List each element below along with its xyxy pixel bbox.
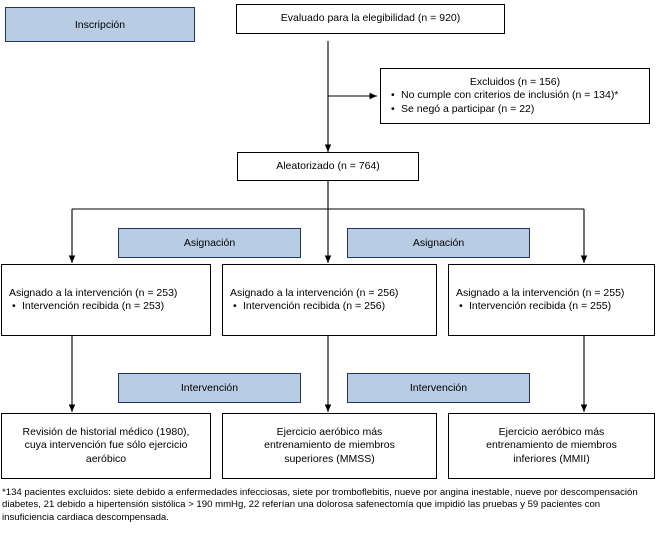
phase-label-enrollment: Inscripción: [5, 7, 195, 42]
list-item: No cumple con criterios de inclusión (n …: [388, 89, 642, 103]
node-assessed-for-eligibility: Evaluado para la elegibilidad (n = 920): [236, 4, 505, 34]
list-item: Se negó a participar (n = 22): [388, 103, 642, 117]
list-item: Intervención recibida (n = 253): [9, 300, 203, 314]
node-intervention-1-line-1: Revisión de historial médico (1980),: [22, 425, 190, 438]
node-intervention-3-line-1: Ejercicio aeróbico más: [498, 425, 605, 438]
phase-label-intervention-left-text: Intervención: [180, 382, 239, 394]
phase-label-allocation-right-text: Asignación: [412, 237, 465, 249]
phase-label-enrollment-text: Inscripción: [74, 18, 126, 31]
footnote-excluded-detail: *134 pacientes excluidos: siete debido a…: [2, 487, 638, 523]
phase-label-allocation-left-text: Asignación: [183, 237, 236, 249]
node-intervention-1-line-3: aeróbico: [85, 452, 127, 465]
list-item: Intervención recibida (n = 256): [230, 300, 429, 314]
node-intervention-3-line-3: inferiores (MMII): [513, 452, 590, 465]
phase-label-allocation-right: Asignación: [347, 228, 530, 258]
node-allocation-1-title: Asignado a la intervención (n = 253): [9, 286, 178, 299]
node-allocation-2-title: Asignado a la intervención (n = 256): [230, 286, 399, 299]
phase-label-allocation-left: Asignación: [118, 228, 301, 258]
node-allocation-3-details: Intervención recibida (n = 255): [449, 300, 654, 314]
node-allocation-1: Asignado a la intervención (n = 253) Int…: [1, 264, 211, 336]
node-allocation-2-details: Intervención recibida (n = 256): [223, 300, 436, 314]
node-assessed-text: Evaluado para la elegibilidad (n = 920): [280, 12, 461, 25]
node-excluded: Excluidos (n = 156) No cumple con criter…: [380, 68, 650, 124]
node-intervention-1: Revisión de historial médico (1980), cuy…: [1, 413, 211, 479]
node-intervention-2-line-2: entrenamiento de miembros: [264, 439, 395, 452]
node-intervention-1-line-2: cuya intervención fue sólo ejercicio: [24, 439, 188, 452]
node-allocation-3-title: Asignado a la intervención (n = 255): [456, 286, 625, 299]
node-allocation-3: Asignado a la intervención (n = 255) Int…: [448, 264, 655, 336]
node-allocation-2: Asignado a la intervención (n = 256) Int…: [222, 264, 437, 336]
list-item: Intervención recibida (n = 255): [456, 300, 647, 314]
node-intervention-3-line-2: entrenamiento de miembros: [486, 439, 617, 452]
node-randomized-text: Aleatorizado (n = 764): [276, 159, 380, 172]
phase-label-intervention-right-text: Intervención: [409, 382, 468, 394]
node-intervention-2-line-1: Ejercicio aeróbico más: [276, 425, 383, 438]
node-intervention-3: Ejercicio aeróbico más entrenamiento de …: [448, 413, 655, 479]
node-randomized: Aleatorizado (n = 764): [237, 152, 419, 181]
node-intervention-2-line-3: superiores (MMSS): [284, 452, 375, 465]
node-allocation-1-details: Intervención recibida (n = 253): [2, 300, 210, 314]
node-excluded-title: Excluidos (n = 156): [469, 75, 561, 88]
node-excluded-reasons: No cumple con criterios de inclusión (n …: [381, 89, 649, 116]
phase-label-intervention-right: Intervención: [347, 373, 530, 403]
phase-label-intervention-left: Intervención: [118, 373, 301, 403]
node-intervention-2: Ejercicio aeróbico más entrenamiento de …: [222, 413, 437, 479]
